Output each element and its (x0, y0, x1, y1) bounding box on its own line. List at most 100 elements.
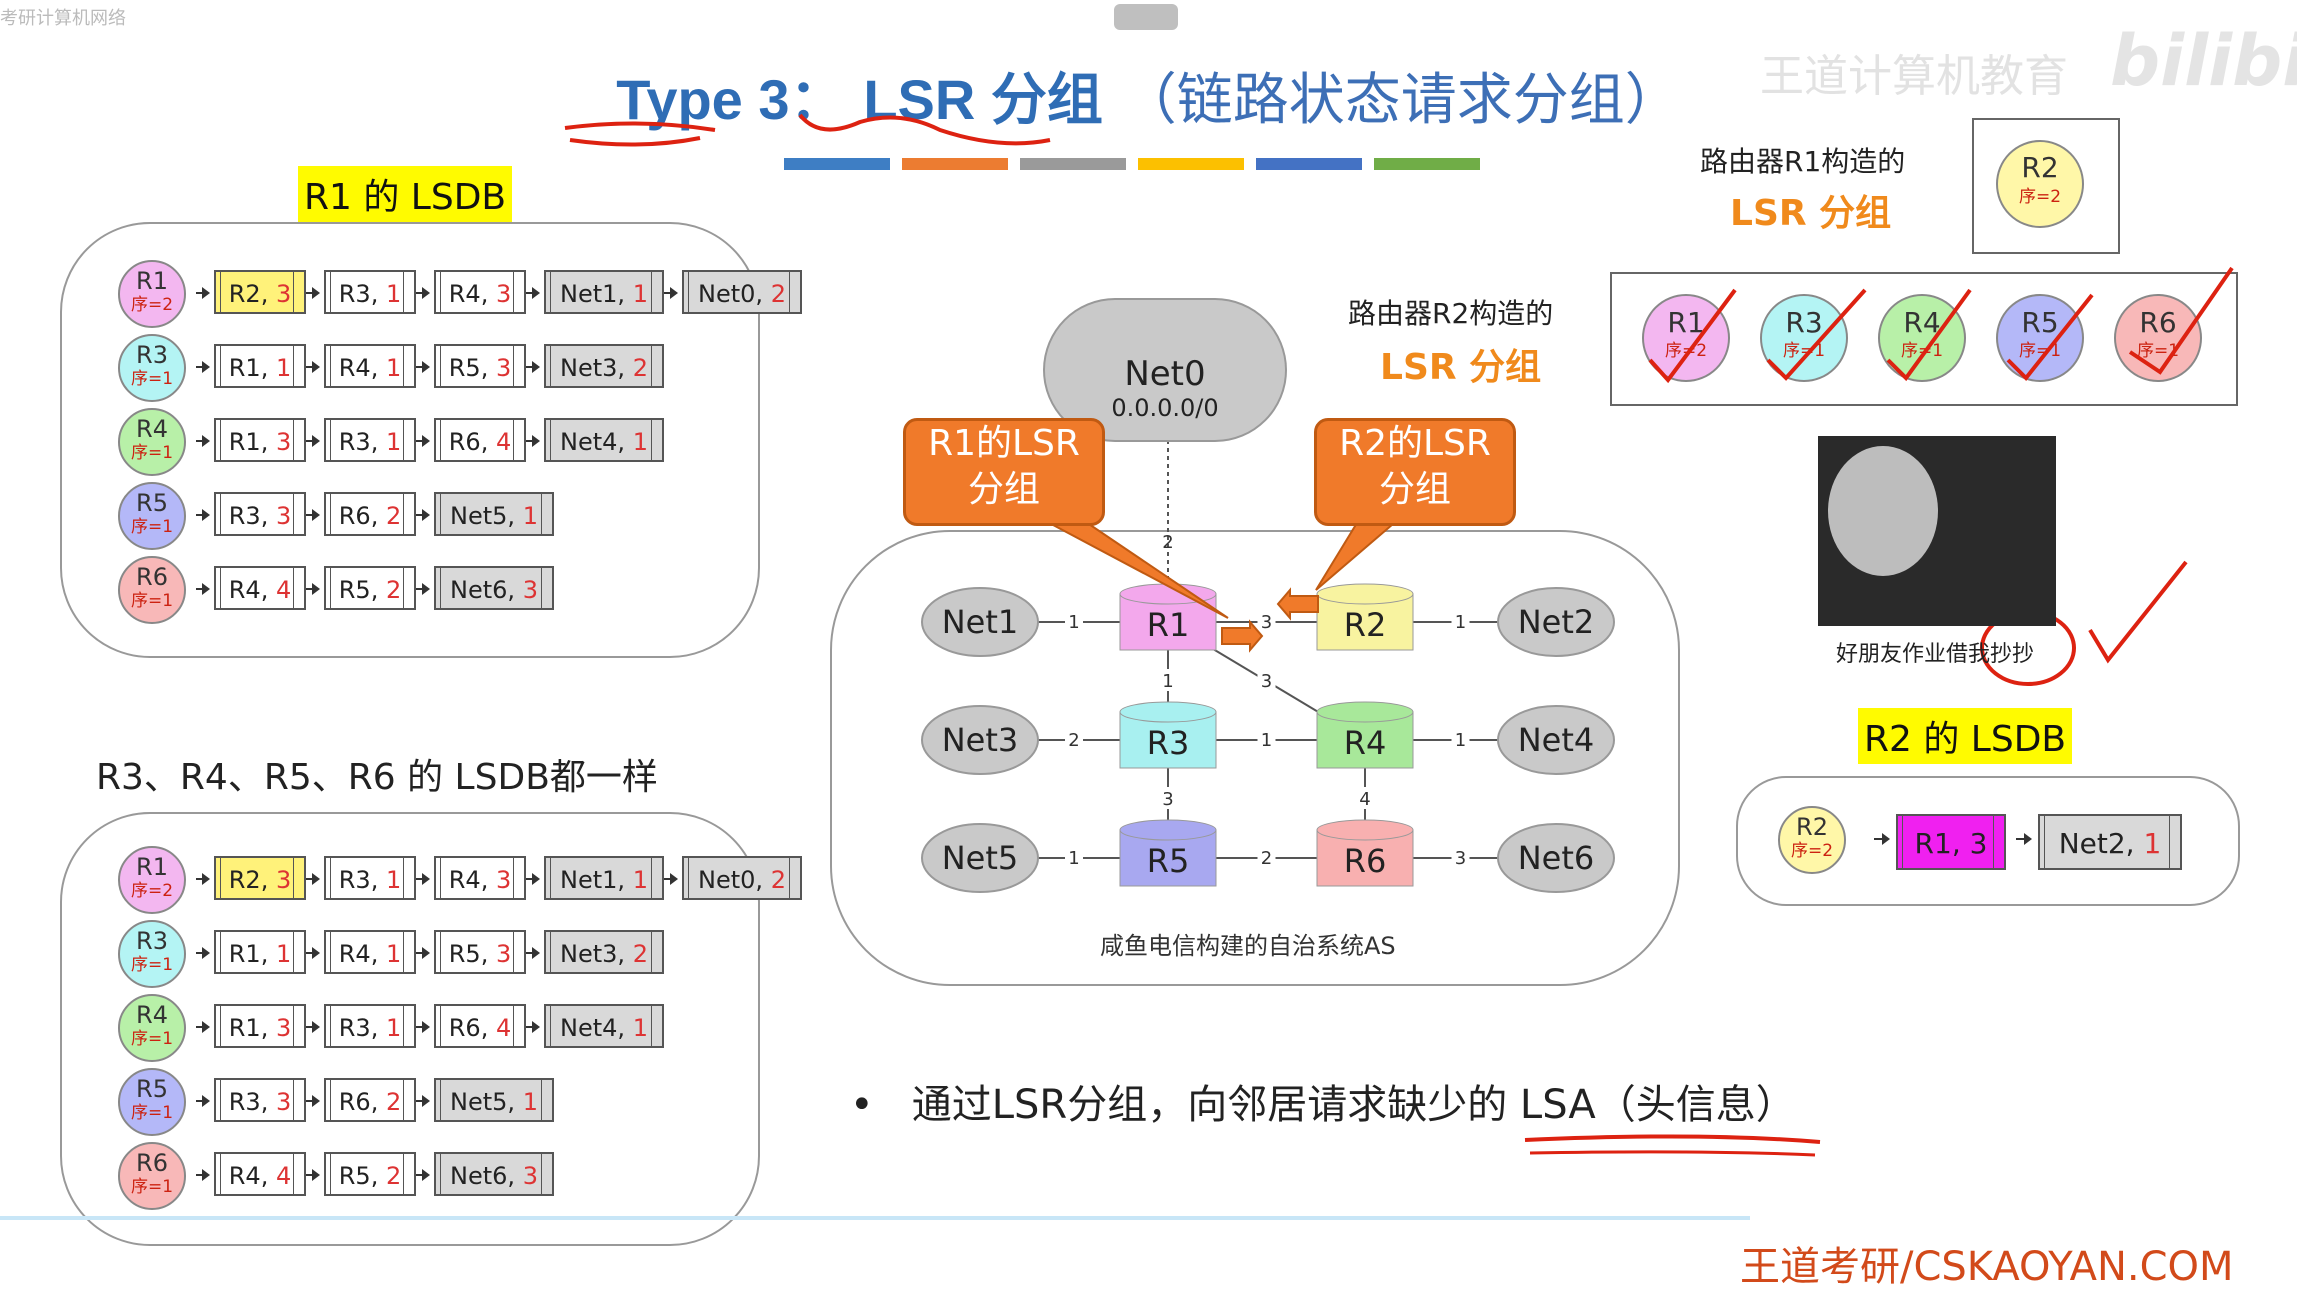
link-arrow (664, 873, 678, 885)
cell-cost: 1 (632, 280, 648, 308)
link-arrow (2016, 833, 2032, 845)
callout-r1-lsr: R1的LSR 分组 (903, 418, 1105, 526)
r1-lsr-item-r2: R2 序=2 (1996, 140, 2084, 228)
cost-bg (1159, 669, 1177, 691)
cell-label: R1, (228, 428, 276, 456)
cell-label: R6, (448, 428, 496, 456)
cell-label: R5, (338, 1162, 386, 1190)
lsdb-cell: R3, 3 (214, 1078, 306, 1122)
cost-r1_r3: 1 (1162, 671, 1173, 692)
cost-r4_net4: 1 (1455, 730, 1466, 751)
cell-label: Net6, (450, 576, 523, 604)
cell-cost: 4 (495, 428, 512, 456)
router-seq: 序=2 (130, 881, 174, 901)
cell-label: Net2, (2058, 827, 2144, 860)
net-cloud-net1 (921, 587, 1039, 657)
lsdb-cell: R3, 1 (324, 1004, 416, 1048)
link-arrow (416, 287, 430, 299)
meme-face (1828, 446, 1938, 576)
cost-r1_r4: 3 (1261, 671, 1272, 692)
window-controls[interactable] (1114, 4, 1178, 30)
cell-cost: 2 (770, 866, 786, 894)
link-arrow (416, 873, 430, 885)
cell-cost: 1 (385, 866, 402, 894)
item-name: R1 (1667, 306, 1705, 339)
net-label-net3: Net3 (942, 721, 1019, 759)
color-bar (784, 158, 890, 170)
link-arrow (306, 287, 320, 299)
link-arrow (416, 509, 430, 521)
lsdb-cell: Net0, 2 (682, 270, 802, 314)
progress-strip[interactable] (0, 1216, 1750, 1220)
router-name: R5 (136, 1075, 168, 1103)
lsdb-cell: R5, 3 (434, 344, 526, 388)
item-seq: 序=1 (2136, 341, 2180, 361)
net-cloud-net3 (921, 705, 1039, 775)
cell-label: Net5, (450, 1088, 523, 1116)
cost-bg (1257, 610, 1276, 632)
net-label-net6: Net6 (1518, 839, 1595, 877)
r1-lsdb-title: R1 的 LSDB (298, 166, 513, 222)
watermark-top-left: 考研计算机网络 (0, 8, 126, 29)
router-seq: 序=2 (1790, 841, 1834, 861)
router-name: R6 (136, 563, 168, 591)
cell-label: R4, (338, 354, 386, 382)
lsdb-panel-bottom (60, 812, 760, 1246)
link-arrow (306, 509, 320, 521)
cell-label: Net1, (560, 866, 633, 894)
item-name: R5 (2021, 306, 2059, 339)
cell-cost: 2 (385, 1088, 402, 1116)
cell-cost: 3 (495, 280, 512, 308)
cell-cost: 4 (275, 1162, 292, 1190)
cell-cost: 1 (385, 354, 402, 382)
lsdb-cell: R1, 3 (214, 418, 306, 462)
cell-label: R3, (338, 866, 386, 894)
lsdb-cell: Net6, 3 (434, 1152, 554, 1196)
net-label-net4: Net4 (1518, 721, 1595, 759)
cost-bg (1065, 728, 1083, 750)
cell-cost: 3 (495, 940, 512, 968)
r2-lsdb-title: R2 的 LSDB (1858, 708, 2073, 764)
link-arrow (196, 287, 210, 299)
link-arrow (196, 1169, 210, 1181)
lsdb-cell: Net1, 1 (544, 856, 664, 900)
exchange-arrow-left (1276, 587, 1319, 621)
cell-label: R5, (448, 354, 496, 382)
lsdb-cell: Net5, 1 (434, 492, 554, 536)
cell-label: R1, (228, 940, 276, 968)
cost-r5_r6: 2 (1261, 848, 1272, 869)
cost-net5_r5: 1 (1068, 848, 1079, 869)
link-arrow (306, 435, 320, 447)
r1-lsr-item-seq: 序=2 (2018, 187, 2062, 207)
link-arrow (526, 947, 540, 959)
cell-label: R3, (338, 1014, 386, 1042)
cell-label: R4, (228, 576, 276, 604)
cell-cost: 1 (522, 502, 538, 530)
lsdb-cell: R5, 3 (434, 930, 526, 974)
router-name: R5 (136, 489, 168, 517)
r1-lsr-item-name: R2 (2021, 151, 2059, 184)
cell-cost: 1 (522, 1088, 538, 1116)
lsdb-cell: R3, 1 (324, 856, 416, 900)
item-seq: 序=1 (1900, 341, 1944, 361)
net-label-net1: Net1 (942, 603, 1019, 641)
cost-r1_r2: 3 (1261, 612, 1272, 633)
lsdb-cell: R3, 3 (214, 492, 306, 536)
link-arrow (416, 361, 430, 373)
cell-label: Net4, (560, 428, 633, 456)
bullet-point: • 通过LSR分组，向邻居请求缺少的 LSA（头信息） (850, 1082, 1796, 1128)
cost-r3_r5: 3 (1162, 789, 1173, 810)
cell-label: R6, (338, 1088, 386, 1116)
net-cloud-net4 (1497, 705, 1615, 775)
r1-lsr-label: 路由器R1构造的 (1700, 145, 1906, 178)
cell-cost: 3 (275, 1088, 292, 1116)
r2-lsdb-cell: Net2, 1 (2038, 814, 2182, 870)
cost-bg (1451, 610, 1470, 632)
link-arrow (526, 287, 540, 299)
net-label-net2: Net2 (1518, 603, 1595, 641)
cell-label: R1, (228, 354, 276, 382)
title-lsr: LSR 分组 (863, 68, 1103, 131)
cost-bg (1257, 669, 1276, 691)
